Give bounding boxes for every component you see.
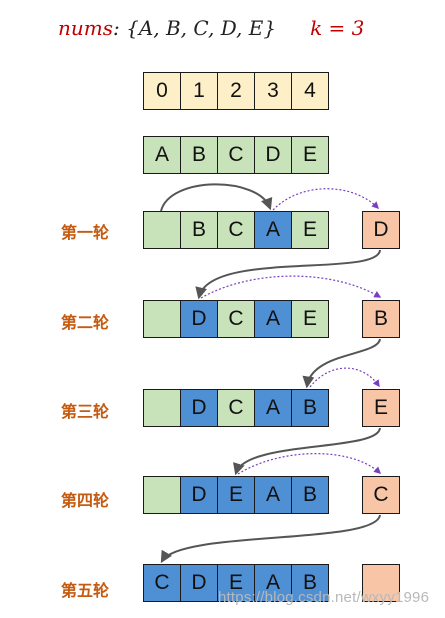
round-row-1: B C A E (143, 211, 329, 249)
round-row-5: C D E A B (143, 564, 329, 602)
initial-row: A B C D E (143, 136, 329, 174)
save-arrow-4 (237, 453, 382, 475)
round-label-4: 第四轮 (61, 491, 110, 510)
array-cell: A (254, 211, 292, 249)
move-arrow-2 (195, 249, 381, 300)
array-cell: B (291, 476, 329, 514)
array-cell: C (143, 564, 181, 602)
array-cell: E (291, 211, 329, 249)
array-cell: D (254, 136, 292, 174)
round-label-1: 第一轮 (61, 223, 110, 242)
array-cell: B (180, 136, 218, 174)
set-text: : {A, B, C, D, E} (113, 16, 277, 40)
array-cell: D (180, 389, 218, 427)
array-cell: C (217, 136, 255, 174)
save-arrow-2 (200, 275, 382, 299)
save-arrow-3 (309, 367, 380, 388)
array-cell (143, 300, 181, 338)
array-cell (143, 211, 181, 249)
array-cell: B (291, 389, 329, 427)
round-row-4: D E A B (143, 476, 329, 514)
round-label-5: 第五轮 (61, 581, 110, 600)
temp-cell-2: B (362, 300, 400, 338)
array-cell (143, 389, 181, 427)
nums-label: nums (58, 16, 113, 40)
temp-cell-3: E (362, 389, 400, 427)
move-arrow-5 (160, 514, 381, 564)
save-arrow-1 (272, 188, 380, 211)
round-label-2: 第二轮 (61, 313, 110, 332)
array-cell: A (143, 136, 181, 174)
round-row-2: D C A E (143, 300, 329, 338)
move-arrow-4 (233, 427, 381, 476)
k-value: k = 3 (310, 16, 365, 40)
index-cell: 3 (254, 72, 292, 110)
array-cell: C (217, 300, 255, 338)
array-cell: A (254, 564, 292, 602)
temp-cell-5 (362, 564, 400, 602)
index-row: 0 1 2 3 4 (143, 72, 329, 110)
array-cell: A (254, 300, 292, 338)
move-arrow-1 (160, 183, 273, 212)
array-cell: D (180, 300, 218, 338)
array-cell: E (291, 300, 329, 338)
array-cell: B (180, 211, 218, 249)
move-arrow-3 (302, 338, 381, 389)
array-cell: E (291, 136, 329, 174)
array-cell: A (254, 389, 292, 427)
watermark: https://blog.csdn.net/wxyy1996 (218, 589, 430, 606)
array-cell: D (180, 476, 218, 514)
round-label-3: 第三轮 (61, 402, 110, 421)
array-cell: B (291, 564, 329, 602)
temp-cell-1: D (362, 211, 400, 249)
round-row-3: D C A B (143, 389, 329, 427)
array-cell: C (217, 389, 255, 427)
temp-cell-4: C (362, 476, 400, 514)
array-cell: D (180, 564, 218, 602)
index-cell: 4 (291, 72, 329, 110)
index-cell: 1 (180, 72, 218, 110)
header-formula: nums: {A, B, C, D, E} k = 3 (58, 16, 364, 40)
array-cell: A (254, 476, 292, 514)
